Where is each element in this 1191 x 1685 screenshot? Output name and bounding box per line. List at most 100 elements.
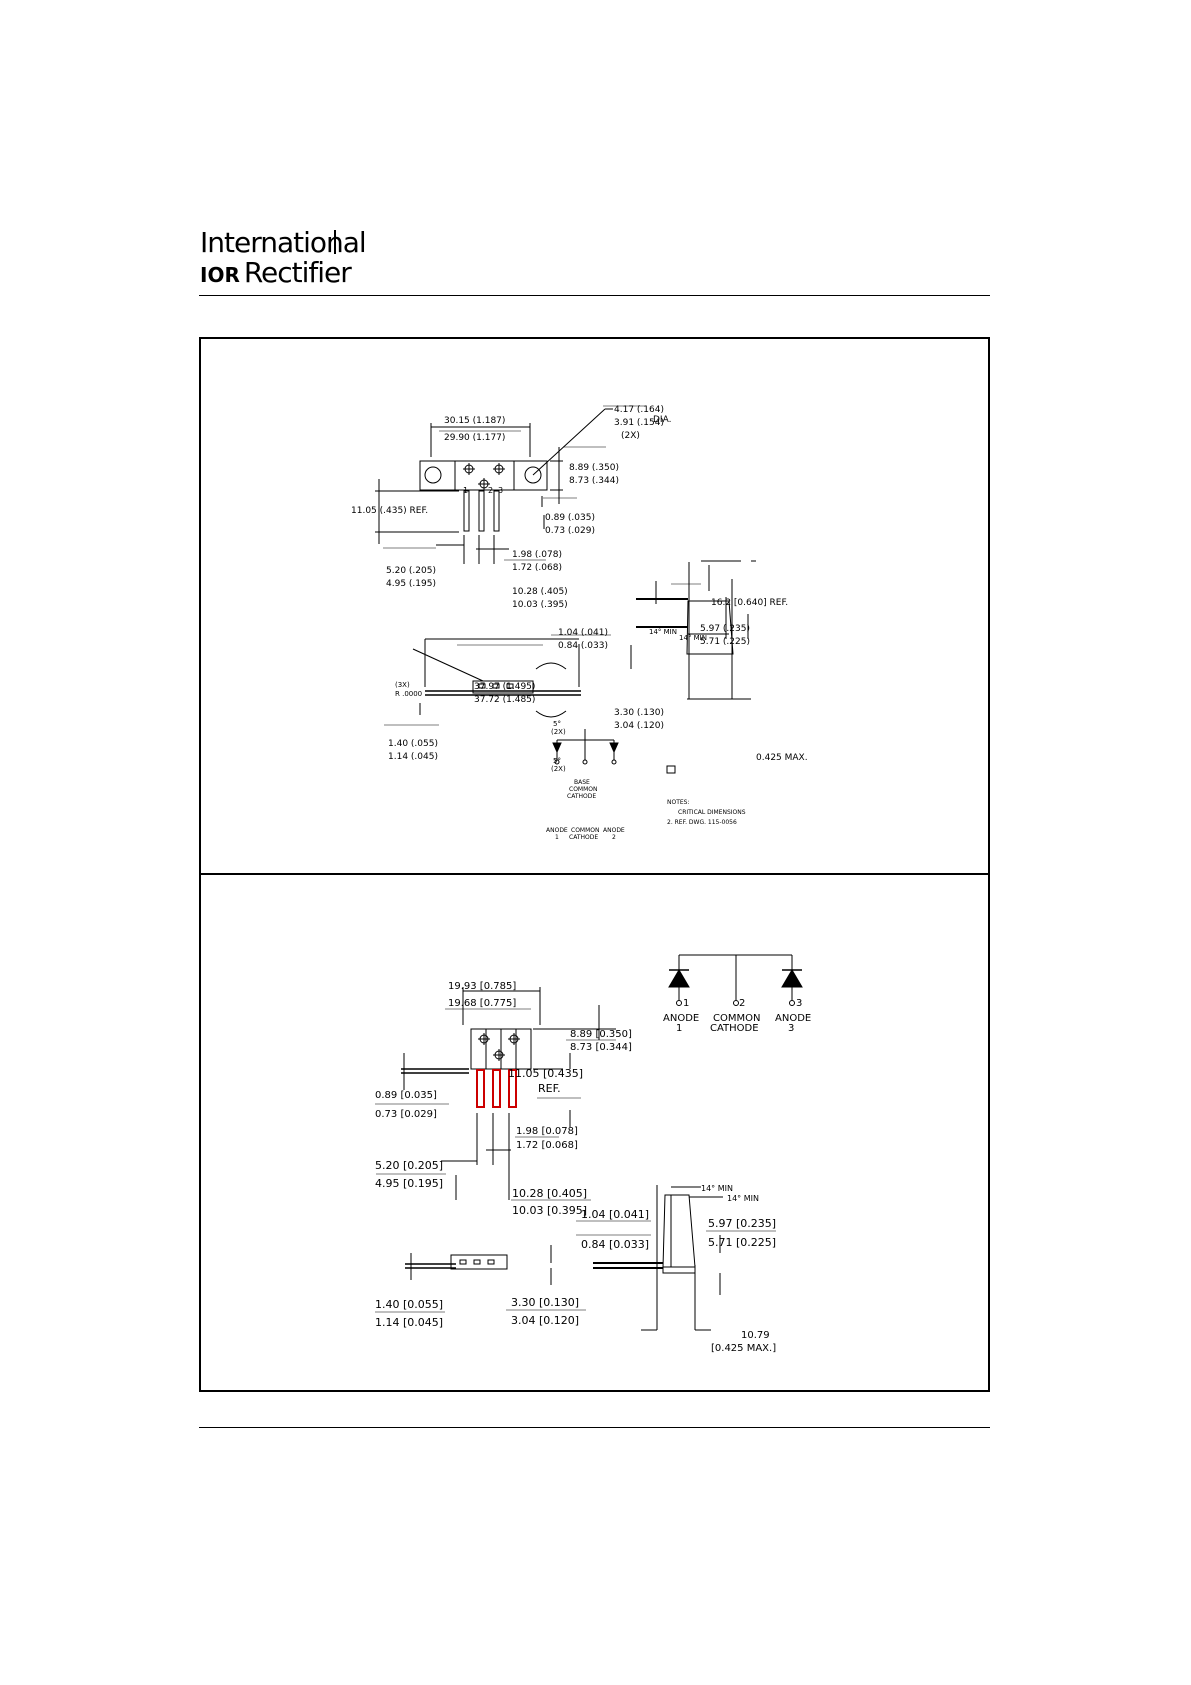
schem2-pin-2: 2: [739, 998, 745, 1009]
dim2-lead-width-min: 1.72 [0.068]: [516, 1140, 578, 1151]
dim2-max-note: [0.425 MAX.]: [711, 1343, 776, 1354]
schem2-cc-b: CATHODE: [710, 1023, 759, 1034]
logo-bar: [334, 230, 336, 254]
dim-thickness-max: 0.89 (.035): [545, 513, 595, 523]
pin-1-label: 1: [463, 486, 468, 495]
note-2: 2. REF. DWG. 115-0056: [667, 819, 737, 826]
footer-rule: [199, 1427, 990, 1428]
dim-width-min: 29.90 (1.177): [444, 433, 505, 443]
lead-2: [478, 490, 485, 532]
notes-title: NOTES:: [667, 799, 690, 806]
side-body: [686, 600, 734, 655]
dim-length-max: 37.97 (1.495): [474, 682, 535, 692]
dim-radius-qty: (3X): [395, 681, 410, 689]
diode-1-icon-2: [668, 969, 690, 988]
mounting-hole-left: [424, 466, 442, 484]
lead-3: [493, 490, 500, 532]
dim-width-max: 30.15 (1.187): [444, 416, 505, 426]
dim-height-min: 8.73 (.344): [569, 476, 619, 486]
schem2-cc-a: COMMON: [713, 1013, 760, 1024]
schem2-anode-1-a: ANODE: [663, 1013, 699, 1024]
dim-angle-4: 5°: [553, 757, 561, 765]
dim-plate-thick-max: 1.40 (.055): [388, 739, 438, 749]
schem-cathode: CATHODE: [567, 793, 596, 800]
pin-2-label: 2: [488, 486, 493, 495]
dim-lead-thick-min: 0.84 (.033): [558, 641, 608, 651]
schem2-pin-3: 3: [796, 998, 802, 1009]
dim-hole-qty: (2X): [621, 431, 640, 441]
schem-anode-1-a: ANODE: [546, 827, 568, 834]
schem-common: COMMON: [569, 786, 597, 793]
side-body-2: [662, 1194, 696, 1268]
schem-anode-1-b: 1: [555, 834, 559, 841]
front-body-2: [450, 1254, 508, 1270]
dim-side-ref: 16.2 [0.640] REF.: [711, 598, 788, 608]
schem2-anode-3-b: 3: [788, 1023, 794, 1034]
dim-body-h-max: 5.97 (.235): [700, 624, 750, 634]
dim2-base-thick-max: 3.30 [0.130]: [511, 1296, 579, 1309]
lead-3-highlight: [508, 1069, 517, 1108]
dim-angle-1: 14° MIN: [649, 628, 677, 636]
dim-lead-width-min: 1.72 (.068): [512, 563, 562, 573]
mounting-hole-right: [524, 466, 542, 484]
lead-2-highlight: [492, 1069, 501, 1108]
dim-height-max: 8.89 (.350): [569, 463, 619, 473]
dim-lead-length-ref: 11.05 (.435) REF.: [351, 506, 428, 516]
dim-angle-4-qty: (2X): [551, 765, 566, 773]
dim2-angle-2: 14° MIN: [727, 1194, 759, 1203]
dim-span-max: 10.28 (.405): [512, 587, 568, 597]
dim2-span-min: 10.03 [0.395]: [512, 1204, 587, 1217]
note-1: CRITICAL DIMENSIONS: [678, 809, 746, 816]
dim-angle-3: 5°: [553, 720, 561, 728]
dim2-plate-thick-max: 1.40 [0.055]: [375, 1298, 443, 1311]
dim-thickness-min: 0.73 (.029): [545, 526, 595, 536]
schem-anode-2-a: ANODE: [603, 827, 625, 834]
outline-drawing-2: 19.93 [0.785] 19.68 [0.775] 8.89 [0.350]…: [375, 954, 811, 1354]
schem-cc-b: CATHODE: [569, 834, 598, 841]
logo-line-1: International: [200, 226, 367, 259]
drawing-panel-1: 30.15 (1.187) 29.90 (1.177) 4.17 (.164) …: [199, 337, 990, 875]
dim2-pitch-max: 5.20 [0.205]: [375, 1159, 443, 1172]
dim2-body-h-max: 5.97 [0.235]: [708, 1217, 776, 1230]
dim2-pitch-min: 4.95 [0.195]: [375, 1177, 443, 1190]
dim2-thickness-min: 0.73 [0.029]: [375, 1109, 437, 1120]
dim2-angle-1: 14° MIN: [701, 1184, 733, 1193]
dim-lead-width-max: 1.98 (.078): [512, 550, 562, 560]
dim2-max-value: 10.79: [741, 1330, 770, 1341]
pin-3-label: 3: [498, 486, 503, 495]
schem2-anode-3-a: ANODE: [775, 1013, 811, 1024]
dim2-base-thick-min: 3.04 [0.120]: [511, 1314, 579, 1327]
dim2-span-max: 10.28 [0.405]: [512, 1187, 587, 1200]
dim2-body-h-min: 5.71 [0.225]: [708, 1236, 776, 1249]
dim2-plate-thick-min: 1.14 [0.045]: [375, 1316, 443, 1329]
logo-rectifier: Rectifier: [243, 256, 352, 289]
dim-pitch-min: 4.95 (.195): [386, 579, 436, 589]
lead-1-highlight: [476, 1069, 485, 1108]
dim2-lead-length: 11.05 [0.435]: [508, 1067, 583, 1080]
front-body: [472, 680, 534, 694]
dim-plate-thick-min: 1.14 (.045): [388, 752, 438, 762]
dim-base-thick-max: 3.30 (.130): [614, 708, 664, 718]
header-rule: [199, 295, 990, 296]
schem-cc-a: COMMON: [571, 827, 599, 834]
dim2-lead-thick-min: 0.84 [0.033]: [581, 1238, 649, 1251]
dim2-width-max: 19.93 [0.785]: [448, 981, 516, 992]
dim-length-min: 37.72 (1.485): [474, 695, 535, 705]
logo-mark: IOR: [200, 263, 240, 287]
schem2-pin-1: 1: [683, 998, 689, 1009]
dim-hole-max: 4.17 (.164): [614, 405, 664, 415]
dim2-lead-thick-max: 1.04 [0.041]: [581, 1208, 649, 1221]
dim-lead-thick-max: 1.04 (.041): [558, 628, 608, 638]
side-tab-2: [662, 1266, 696, 1274]
dim2-height-min: 8.73 [0.344]: [570, 1042, 632, 1053]
dim2-thickness-max: 0.89 [0.035]: [375, 1090, 437, 1101]
dim-angle-3-qty: (2X): [551, 728, 566, 736]
schem2-anode-1-b: 1: [676, 1023, 682, 1034]
outline-drawing-1: 30.15 (1.187) 29.90 (1.177) 4.17 (.164) …: [351, 405, 808, 841]
dim-pitch-max: 5.20 (.205): [386, 566, 436, 576]
dim-body-h-min: 5.71 (.225): [700, 637, 750, 647]
dim-span-min: 10.03 (.395): [512, 600, 568, 610]
schem-anode-2-b: 2: [612, 834, 616, 841]
